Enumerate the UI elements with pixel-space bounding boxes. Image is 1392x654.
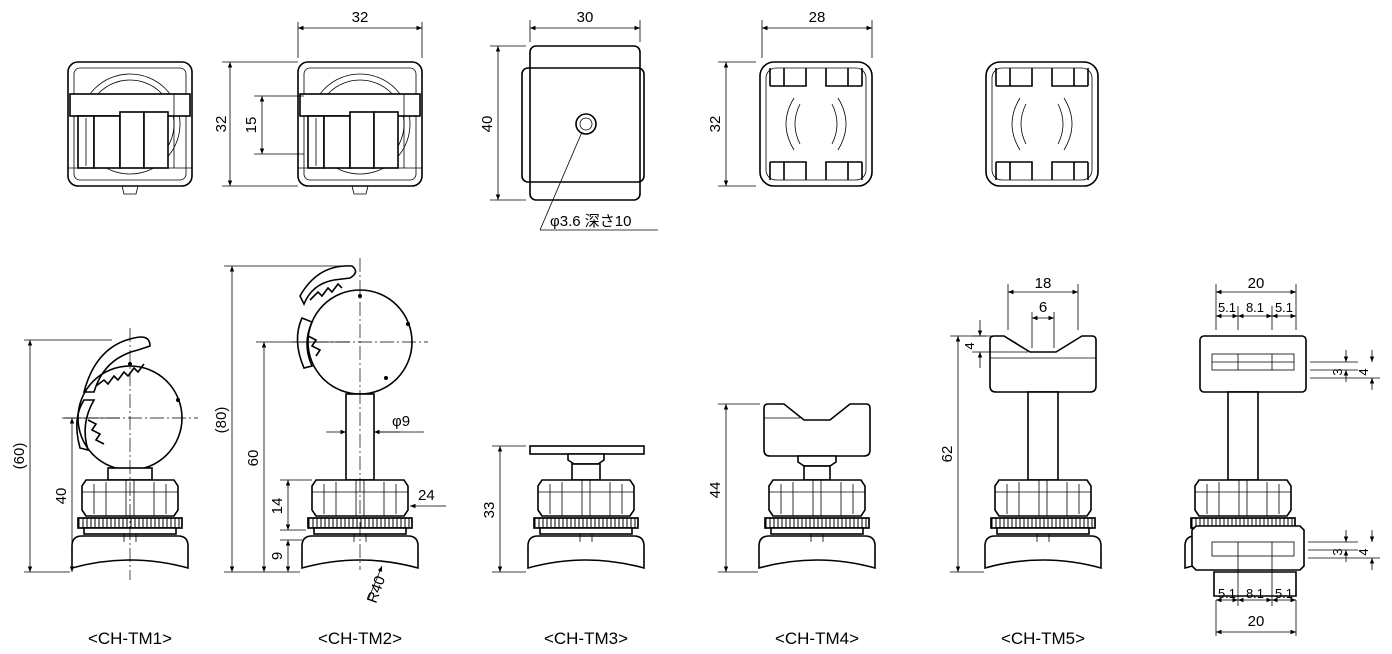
dim-tm2-width: 32 bbox=[352, 9, 369, 26]
caption-ch-tm3: <CH-TM3> bbox=[544, 629, 628, 648]
dim-end-slot-t-top: 4 bbox=[1356, 368, 1371, 375]
tm3-top-view: 30 40 φ3.6 深さ10 bbox=[479, 9, 658, 231]
tm3-side-view: 33 bbox=[481, 445, 645, 573]
caption-ch-tm1: <CH-TM1> bbox=[88, 629, 172, 648]
tm5-top-view bbox=[985, 61, 1099, 187]
dim-end-slot-h-bottom: 3 bbox=[1330, 548, 1345, 555]
dim-end-seg-c-bottom: 5.1 bbox=[1275, 586, 1293, 601]
dim-end-width-bottom: 20 bbox=[1248, 613, 1265, 630]
caption-ch-tm2: <CH-TM2> bbox=[318, 629, 402, 648]
dim-end-slot-h-top: 3 bbox=[1330, 368, 1345, 375]
dim-tm2-nutwidth: 24 bbox=[418, 487, 435, 504]
dim-end-seg-b: 8.1 bbox=[1246, 300, 1264, 315]
dim-end-seg-a-bottom: 5.1 bbox=[1218, 586, 1236, 601]
tm2-side-view: (80) 60 φ9 14 9 24 R40 bbox=[213, 258, 446, 605]
dim-end-seg-c: 5.1 bbox=[1275, 300, 1293, 315]
dim-tm5-height: 62 bbox=[939, 446, 956, 463]
dim-end-width-top: 20 bbox=[1248, 275, 1265, 292]
tm4-top-view: 28 32 bbox=[707, 9, 873, 187]
caption-ch-tm5: <CH-TM5> bbox=[1001, 629, 1085, 648]
dim-tm2-inner: 15 bbox=[243, 117, 260, 134]
tm5-end-view: 20 5.1 8.1 5.1 3 4 3 4 bbox=[1184, 275, 1380, 636]
tm1-top-view bbox=[67, 61, 193, 195]
dim-tm3-hole: φ3.6 深さ10 bbox=[550, 213, 631, 230]
dim-tm1-total: (60) bbox=[11, 443, 28, 470]
dim-tm5-width: 18 bbox=[1035, 275, 1052, 292]
dim-tm2-height: 32 bbox=[213, 116, 230, 133]
dim-tm4-side: 44 bbox=[707, 482, 724, 499]
caption-ch-tm4: <CH-TM4> bbox=[775, 629, 859, 648]
dim-tm5-depth: 4 bbox=[962, 342, 977, 349]
dim-tm4-height: 32 bbox=[707, 116, 724, 133]
dim-tm2-base: 9 bbox=[269, 552, 286, 560]
dim-end-seg-b-bottom: 8.1 bbox=[1246, 586, 1264, 601]
tm1-side-view: (60) 40 bbox=[11, 328, 198, 580]
tm2-top-view: 32 32 15 bbox=[213, 9, 423, 195]
tm4-side-view: 44 bbox=[707, 403, 876, 573]
dim-tm2-nut: 14 bbox=[269, 498, 286, 515]
dim-tm2-radius: R40 bbox=[364, 574, 389, 606]
tm5-side-view: 18 6 4 62 bbox=[939, 275, 1102, 573]
dim-tm2-total: (80) bbox=[213, 407, 230, 434]
dim-tm3-height: 40 bbox=[479, 116, 496, 133]
dim-end-seg-a: 5.1 bbox=[1218, 300, 1236, 315]
dim-tm3-width: 30 bbox=[577, 9, 594, 26]
dim-end-slot-t-bottom: 4 bbox=[1356, 548, 1371, 555]
dim-tm3-side: 33 bbox=[481, 502, 498, 519]
dim-tm1-center: 40 bbox=[53, 488, 70, 505]
dim-tm2-center: 60 bbox=[245, 450, 262, 467]
dim-tm2-shaft: φ9 bbox=[392, 413, 410, 430]
dim-tm5-groove: 6 bbox=[1039, 299, 1047, 316]
dim-tm4-width: 28 bbox=[809, 9, 826, 26]
